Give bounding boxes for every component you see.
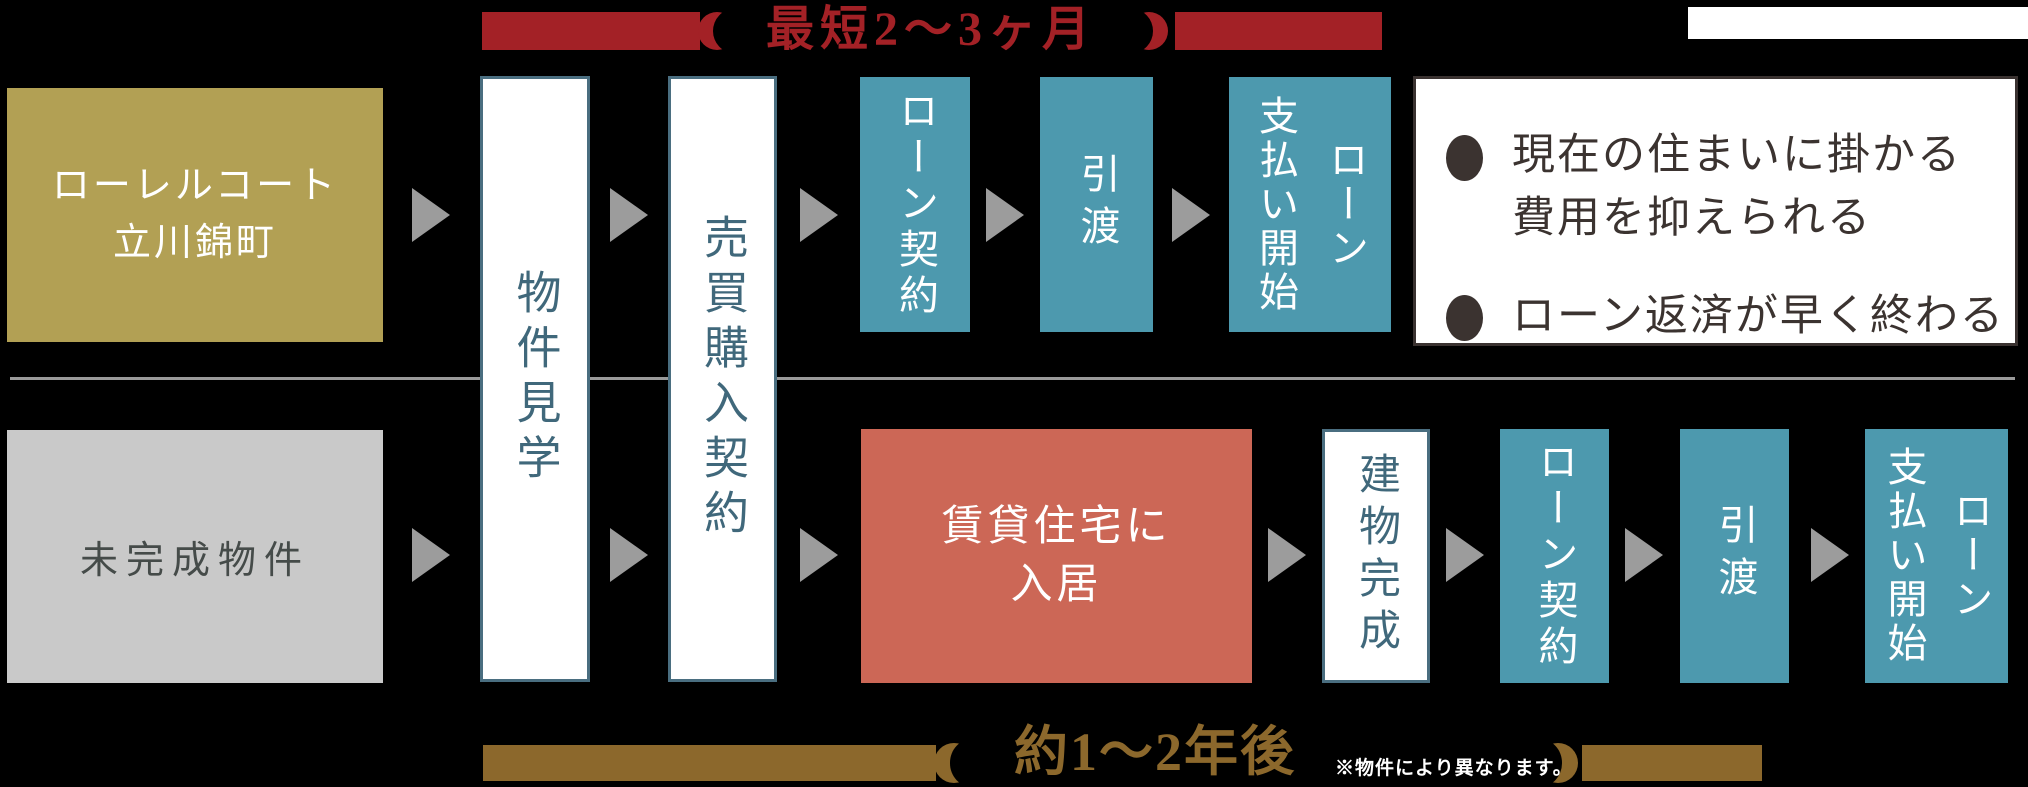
row2-loan-contract-label: ローン契約 [1532, 441, 1578, 671]
crescent-right-icon [1110, 8, 1168, 54]
step-purchase-contract: 売買購入契約 [668, 76, 777, 682]
arrow-right-icon [412, 188, 450, 242]
crescent-left-icon [934, 739, 995, 787]
benefit-item-1-line1: 現在の住まいに掛かる [1512, 132, 1962, 179]
arrow-right-icon [1811, 528, 1849, 582]
unfinished-source-label: 未完成物件 [79, 540, 310, 582]
bullet-icon [1446, 135, 1483, 181]
benefit-item-1-line2: 費用を抑えられる [1512, 195, 1872, 242]
arrow-right-icon [1446, 528, 1484, 582]
arrow-right-icon [412, 528, 450, 582]
completion-label: 建物完成 [1352, 452, 1399, 660]
arrow-right-icon [610, 188, 648, 242]
arrow-right-icon [1625, 528, 1663, 582]
step-property-viewing-label: 物件見学 [509, 269, 560, 489]
crescent-left-icon [698, 8, 756, 54]
row2-handover-label: 引渡 [1712, 504, 1758, 608]
row-divider [10, 377, 2015, 380]
top-right-blank-box [1688, 7, 2028, 39]
rental-label: 賃貸住宅に 入居 [941, 498, 1171, 614]
row1-loan-contract-label: ローン契約 [893, 89, 938, 320]
top-banner-bar-right [1175, 12, 1382, 50]
bottom-banner-bar-right [1582, 745, 1762, 781]
row2-step-loan-payment-start: ローン 支払い開始 [1865, 429, 2008, 683]
top-banner-bar-left [482, 12, 700, 50]
row1-loan-payment-col-left: 支払い開始 [1253, 94, 1298, 315]
laurel-source-box: ローレルコート 立川錦町 [7, 88, 383, 342]
laurel-source-line2: 立川錦町 [112, 222, 277, 264]
bullet-icon [1446, 295, 1483, 341]
row2-step-handover: 引渡 [1680, 429, 1789, 683]
row1-handover-label: 引渡 [1074, 152, 1120, 257]
benefit-item-2-line1: ローン返済が早く終わる [1512, 293, 2005, 340]
arrow-right-icon [800, 188, 838, 242]
row2-loan-payment-col-left: 支払い開始 [1881, 446, 1927, 666]
row1-step-handover: 引渡 [1040, 77, 1153, 332]
row1-step-loan-payment-start: ローン 支払い開始 [1229, 77, 1391, 332]
bottom-banner-note: ※物件により異なります。 [1335, 758, 1573, 779]
laurel-source-line1: ローレルコート [51, 165, 339, 207]
benefit-item-2: ローン返済が早く終わる [1512, 285, 2005, 348]
arrow-right-icon [1172, 188, 1210, 242]
rental-line1: 賃貸住宅に [941, 504, 1172, 550]
arrow-right-icon [986, 188, 1024, 242]
arrow-right-icon [1268, 528, 1306, 582]
row2-step-building-completion: 建物完成 [1322, 429, 1430, 683]
unfinished-source-box: 未完成物件 [7, 430, 383, 683]
arrow-right-icon [800, 528, 838, 582]
row1-step-loan-contract: ローン契約 [860, 77, 970, 332]
arrow-right-icon [610, 528, 648, 582]
laurel-source-label: ローレルコート 立川錦町 [52, 158, 338, 272]
row2-step-rental-housing: 賃貸住宅に 入居 [861, 429, 1252, 683]
step-purchase-contract-label: 売買購入契約 [697, 214, 747, 544]
benefits-box: 現在の住まいに掛かる 費用を抑えられる ローン返済が早く終わる [1413, 76, 2018, 346]
rental-line2: 入居 [1010, 562, 1103, 608]
row1-loan-payment-col-right: ローン [1323, 138, 1368, 271]
row2-step-loan-contract: ローン契約 [1500, 429, 1609, 683]
bottom-banner-label: 約1〜2年後 [1014, 722, 1296, 782]
step-property-viewing: 物件見学 [480, 76, 590, 682]
benefit-item-1: 現在の住まいに掛かる 費用を抑えられる [1512, 124, 1962, 250]
bottom-banner-bar-left [483, 745, 936, 781]
top-banner-label: 最短2〜3ヶ月 [765, 3, 1096, 56]
crescent-right-icon [1517, 739, 1578, 787]
row2-loan-payment-col-right: ローン [1947, 490, 1993, 622]
